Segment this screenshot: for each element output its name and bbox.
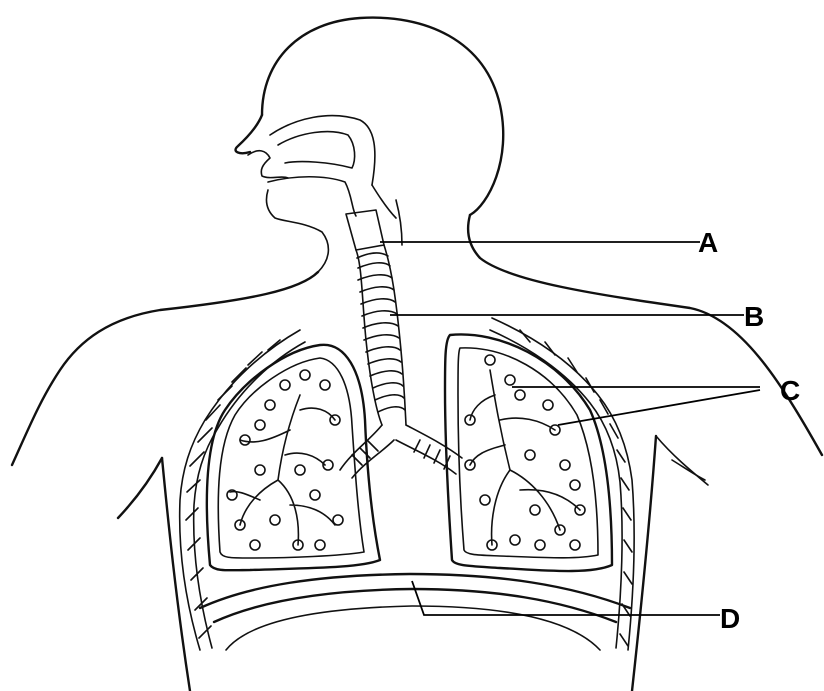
label-d: D — [720, 603, 740, 634]
diaphragm — [200, 574, 630, 650]
leader-lines — [380, 242, 760, 615]
right-lung — [207, 345, 380, 570]
bronchi — [340, 425, 462, 478]
label-c: C — [780, 375, 800, 406]
ribs — [180, 318, 634, 650]
label-a: A — [698, 227, 718, 258]
label-b: B — [744, 301, 764, 332]
left-lung — [445, 334, 612, 571]
nasal-cavity — [268, 116, 402, 245]
leader-line-d — [412, 581, 720, 615]
